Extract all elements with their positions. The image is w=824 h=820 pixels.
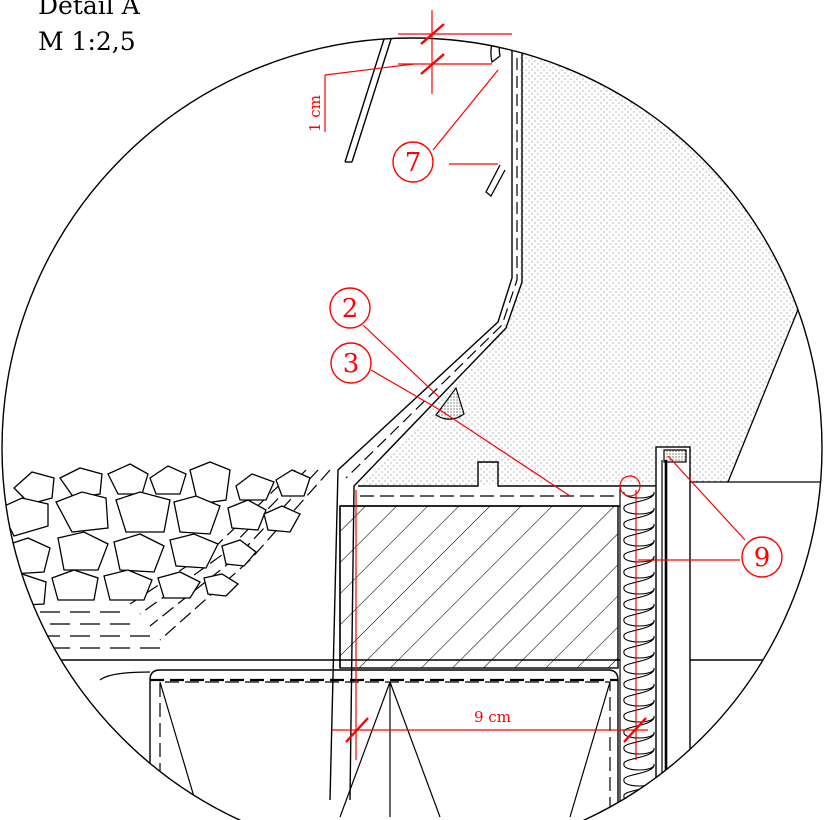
insulation-loop — [623, 539, 655, 557]
hatched-block — [339, 505, 619, 669]
insulation-loop — [623, 747, 655, 765]
insulation-layer — [619, 485, 659, 813]
callout-3: 3 — [330, 342, 372, 384]
lower-box — [99, 669, 619, 818]
insulation-loop — [623, 619, 655, 637]
gravel-layer — [2, 461, 311, 607]
concrete-outline — [727, 289, 807, 483]
insulation-loop — [623, 795, 655, 813]
callout-2: 2 — [329, 287, 371, 329]
detail-contents — [2, 38, 822, 818]
insulation-loop — [623, 587, 655, 605]
insulation-loop — [623, 635, 655, 653]
insulation-loop — [623, 651, 655, 669]
insulation-loop — [623, 667, 655, 685]
callout-9: 9 — [741, 536, 783, 578]
callout-7-label: 7 — [405, 148, 422, 178]
detail-title: Detail A — [38, 0, 141, 20]
dimension-9cm-label: 9 cm — [474, 708, 511, 726]
insulation-loop — [623, 491, 655, 509]
dimension-1cm-label: 1 cm — [306, 95, 324, 132]
insulation-loop — [623, 603, 655, 621]
scale-label: M 1:2,5 — [38, 27, 136, 56]
insulation-loop — [623, 715, 655, 733]
callout-2-label: 2 — [342, 294, 359, 324]
insulation-loop — [623, 699, 655, 717]
insulation-loop — [623, 507, 655, 525]
annotations — [324, 10, 746, 760]
insulation-loop — [623, 571, 655, 589]
sloped-rail — [344, 38, 400, 163]
insulation-loop — [623, 763, 655, 781]
insulation-loop — [623, 683, 655, 701]
insulation-loop — [623, 523, 655, 541]
insulation-loop — [623, 555, 655, 573]
detail-circle — [1, 37, 823, 820]
dimension-9cm — [332, 490, 648, 760]
cladding-profile — [655, 446, 822, 818]
dimension-1cm — [324, 10, 512, 132]
callout-7: 7 — [392, 141, 434, 183]
callout-3-label: 3 — [343, 349, 360, 379]
title-block: Detail A M 1:2,5 — [38, 0, 141, 56]
callout-9-label: 9 — [754, 543, 771, 573]
